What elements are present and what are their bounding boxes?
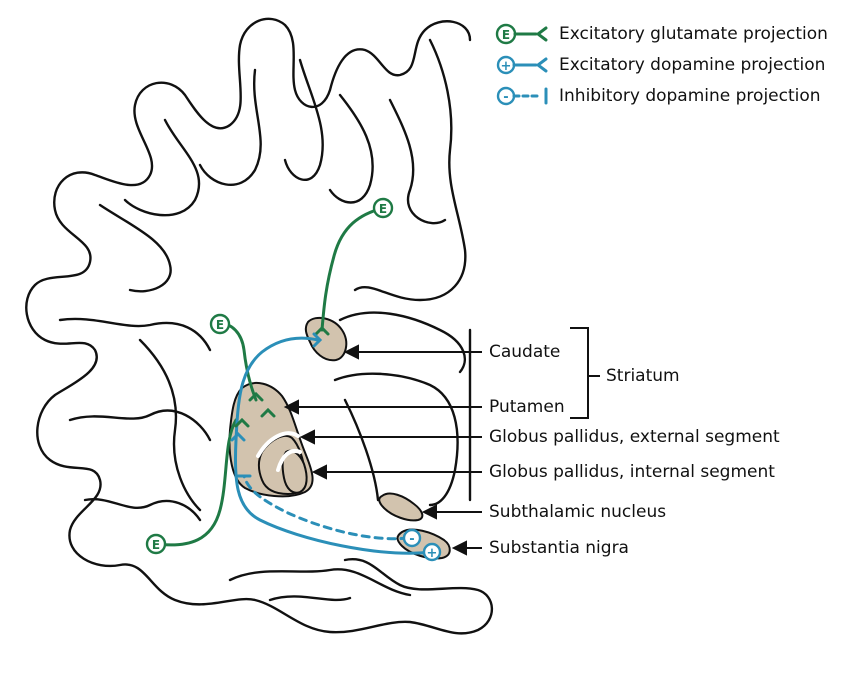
glutamate-badge-top-text: E bbox=[379, 202, 387, 216]
cortex-fold-upper-4 bbox=[100, 205, 171, 291]
cortex-fold-insula bbox=[140, 340, 200, 510]
glutamate-badge-top: E bbox=[374, 199, 392, 217]
gp-internal-arrowhead bbox=[314, 466, 326, 478]
caudate-arrowhead bbox=[346, 346, 358, 358]
substantia-nigra-label: Substantia nigra bbox=[489, 538, 629, 558]
glutamate-badge-middle-text: E bbox=[216, 318, 224, 332]
glutamate-path-lower bbox=[156, 420, 236, 545]
lateral-ventricle bbox=[340, 313, 465, 372]
striatum-label: Striatum bbox=[606, 366, 680, 386]
legend-excitatory-dopamine-symbol: + bbox=[498, 57, 546, 74]
cortex-fold-upper-6 bbox=[390, 100, 445, 223]
striatum-bracket bbox=[570, 328, 600, 418]
excitatory-badge-sn-text: + bbox=[427, 546, 438, 561]
cortex-fold-left-1 bbox=[60, 319, 210, 350]
thalamus-outline bbox=[335, 374, 458, 505]
legend-inhibitory-dopamine-label: Inhibitory dopamine projection bbox=[559, 86, 821, 106]
subthalamic-label: Subthalamic nucleus bbox=[489, 502, 666, 522]
legend-glutamate-label: Excitatory glutamate projection bbox=[559, 24, 828, 44]
cortex-fold-left-2 bbox=[70, 411, 210, 440]
glutamate-badge-middle: E bbox=[211, 315, 229, 333]
gp-internal-label: Globus pallidus, internal segment bbox=[489, 462, 775, 482]
legend-glutamate-symbol-text: E bbox=[502, 28, 510, 42]
substantia-nigra-arrowhead bbox=[454, 542, 466, 554]
caudate-label: Caudate bbox=[489, 342, 560, 362]
cortex-fold-upper-5 bbox=[330, 95, 373, 203]
subthalamic-arrowhead bbox=[424, 506, 436, 518]
excitatory-badge-sn: + bbox=[424, 544, 440, 561]
gp-external-arrowhead bbox=[302, 431, 314, 443]
cortex-fold-upper-1 bbox=[285, 60, 323, 180]
inhibitory-badge-sn: - bbox=[404, 530, 420, 547]
putamen-label: Putamen bbox=[489, 397, 565, 417]
cortex-fold-temporal-2 bbox=[270, 596, 350, 600]
cortex-fold-left-3 bbox=[85, 499, 200, 520]
internal-capsule-line bbox=[345, 400, 378, 500]
gp-external-label: Globus pallidus, external segment bbox=[489, 427, 780, 447]
cortex-fold-upper-3 bbox=[125, 120, 199, 215]
glutamate-badge-lower: E bbox=[147, 535, 165, 553]
legend-excitatory-dopamine-label: Excitatory dopamine projection bbox=[559, 55, 825, 75]
legend-excitatory-dopamine-symbol-text: + bbox=[501, 59, 512, 74]
subthalamic-nucleus-shape bbox=[379, 494, 422, 521]
legend-inhibitory-dopamine-symbol-text: - bbox=[503, 90, 508, 105]
legend-glutamate-symbol: E bbox=[497, 25, 546, 43]
legend-symbols: E + - bbox=[497, 25, 546, 105]
inhibitory-badge-sn-text: - bbox=[409, 532, 414, 547]
legend-inhibitory-dopamine-symbol: - bbox=[498, 88, 546, 105]
glutamate-badge-lower-text: E bbox=[152, 538, 160, 552]
cortex-fold-upper-2 bbox=[200, 70, 261, 185]
